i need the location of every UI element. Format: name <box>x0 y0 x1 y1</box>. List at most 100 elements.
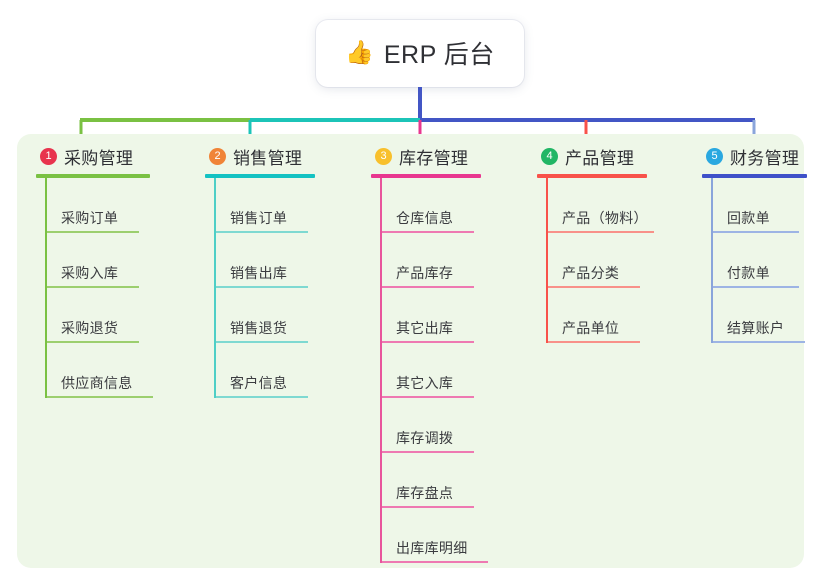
branch-rule-4 <box>537 174 647 178</box>
branch-title-5: 财务管理 <box>730 148 800 168</box>
list-item-rule <box>382 341 474 343</box>
list-item-rule <box>47 396 153 398</box>
branch-badge-1: 1 <box>40 147 57 165</box>
list-item-label: 库存调拨 <box>396 430 454 446</box>
list-item[interactable]: 采购订单 <box>45 178 188 233</box>
list-item[interactable]: 销售退货 <box>214 288 357 343</box>
list-item-label: 销售出库 <box>230 265 288 281</box>
list-item-rule <box>216 231 308 233</box>
list-item-rule <box>382 561 488 563</box>
branch-spine-1 <box>45 178 47 398</box>
root-node[interactable]: 👍 ERP 后台 <box>316 20 524 87</box>
branch-header-1[interactable]: 1 采购管理 <box>36 144 188 168</box>
list-item-rule <box>47 286 139 288</box>
list-item[interactable]: 产品分类 <box>546 233 689 288</box>
list-item-label: 付款单 <box>727 265 770 281</box>
list-item-rule <box>216 341 308 343</box>
list-item[interactable]: 库存调拨 <box>380 398 523 453</box>
branch-rule-2 <box>205 174 315 178</box>
branch-spine-5 <box>711 178 713 343</box>
list-item-rule <box>713 341 805 343</box>
list-item[interactable]: 其它出库 <box>380 288 523 343</box>
panel-background <box>17 134 804 568</box>
branch-rule-1 <box>36 174 150 178</box>
list-item[interactable]: 仓库信息 <box>380 178 523 233</box>
branch-children-4: 产品（物料） 产品分类 产品单位 <box>537 178 689 343</box>
list-item-label: 采购退货 <box>61 320 119 336</box>
branch-column-3: 3 库存管理 仓库信息 产品库存 其它出库 其它入库 库存调拨 <box>371 144 523 563</box>
list-item-label: 采购订单 <box>61 210 119 226</box>
list-item[interactable]: 产品库存 <box>380 233 523 288</box>
list-item-rule <box>382 451 474 453</box>
branch-rule-3 <box>371 174 481 178</box>
list-item-rule <box>548 231 654 233</box>
root-node-content: 👍 ERP 后台 <box>345 35 495 71</box>
list-item-rule <box>382 231 474 233</box>
list-item-label: 销售订单 <box>230 210 288 226</box>
list-item[interactable]: 销售出库 <box>214 233 357 288</box>
branch-children-1: 采购订单 采购入库 采购退货 供应商信息 <box>36 178 188 398</box>
list-item-rule <box>216 286 308 288</box>
branch-badge-3: 3 <box>375 147 392 165</box>
branch-children-2: 销售订单 销售出库 销售退货 客户信息 <box>205 178 357 398</box>
list-item-rule <box>382 396 474 398</box>
branch-children-5: 回款单 付款单 结算账户 <box>702 178 839 343</box>
branch-header-4[interactable]: 4 产品管理 <box>537 144 689 168</box>
list-item[interactable]: 客户信息 <box>214 343 357 398</box>
list-item-rule <box>548 341 640 343</box>
list-item-label: 产品分类 <box>562 265 620 281</box>
list-item-rule <box>713 286 799 288</box>
list-item-rule <box>382 506 474 508</box>
branch-title-4: 产品管理 <box>565 148 635 168</box>
list-item-label: 产品（物料） <box>562 210 648 226</box>
branch-title-3: 库存管理 <box>399 148 469 168</box>
branch-column-4: 4 产品管理 产品（物料） 产品分类 产品单位 <box>537 144 689 343</box>
list-item[interactable]: 回款单 <box>711 178 839 233</box>
list-item-label: 库存盘点 <box>396 485 454 501</box>
branch-badge-2: 2 <box>209 147 226 165</box>
list-item-label: 出库库明细 <box>396 540 468 556</box>
list-item-label: 回款单 <box>727 210 770 226</box>
list-item[interactable]: 采购入库 <box>45 233 188 288</box>
list-item[interactable]: 产品单位 <box>546 288 689 343</box>
list-item[interactable]: 采购退货 <box>45 288 188 343</box>
list-item-label: 供应商信息 <box>61 375 133 391</box>
list-item[interactable]: 付款单 <box>711 233 839 288</box>
branch-column-5: 5 财务管理 回款单 付款单 结算账户 <box>702 144 839 343</box>
branch-header-2[interactable]: 2 销售管理 <box>205 144 357 168</box>
list-item-rule <box>47 341 139 343</box>
list-item[interactable]: 销售订单 <box>214 178 357 233</box>
list-item-label: 仓库信息 <box>396 210 454 226</box>
list-item-label: 客户信息 <box>230 375 288 391</box>
thumbs-up-icon: 👍 <box>345 39 374 65</box>
branch-spine-2 <box>214 178 216 398</box>
list-item-label: 其它入库 <box>396 375 454 391</box>
branch-header-3[interactable]: 3 库存管理 <box>371 144 523 168</box>
list-item[interactable]: 结算账户 <box>711 288 839 343</box>
list-item[interactable]: 库存盘点 <box>380 453 523 508</box>
list-item[interactable]: 产品（物料） <box>546 178 689 233</box>
list-item-label: 销售退货 <box>230 320 288 336</box>
list-item-rule <box>382 286 474 288</box>
branch-column-1: 1 采购管理 采购订单 采购入库 采购退货 供应商信息 <box>36 144 188 398</box>
list-item-label: 产品单位 <box>562 320 620 336</box>
branch-header-5[interactable]: 5 财务管理 <box>702 144 839 168</box>
list-item-rule <box>548 286 640 288</box>
root-title: ERP 后台 <box>383 40 495 69</box>
list-item-label: 采购入库 <box>61 265 119 281</box>
branch-title-1: 采购管理 <box>64 148 134 168</box>
branch-badge-4: 4 <box>541 147 558 165</box>
branch-badge-5: 5 <box>706 147 723 165</box>
branch-rule-5 <box>702 174 807 178</box>
branch-children-3: 仓库信息 产品库存 其它出库 其它入库 库存调拨 库存盘点 <box>371 178 523 563</box>
list-item-rule <box>47 231 139 233</box>
list-item-rule <box>216 396 308 398</box>
branch-title-2: 销售管理 <box>233 148 303 168</box>
list-item-label: 产品库存 <box>396 265 454 281</box>
list-item[interactable]: 出库库明细 <box>380 508 523 563</box>
list-item-rule <box>713 231 799 233</box>
list-item-label: 结算账户 <box>727 320 785 336</box>
list-item[interactable]: 供应商信息 <box>45 343 188 398</box>
list-item[interactable]: 其它入库 <box>380 343 523 398</box>
